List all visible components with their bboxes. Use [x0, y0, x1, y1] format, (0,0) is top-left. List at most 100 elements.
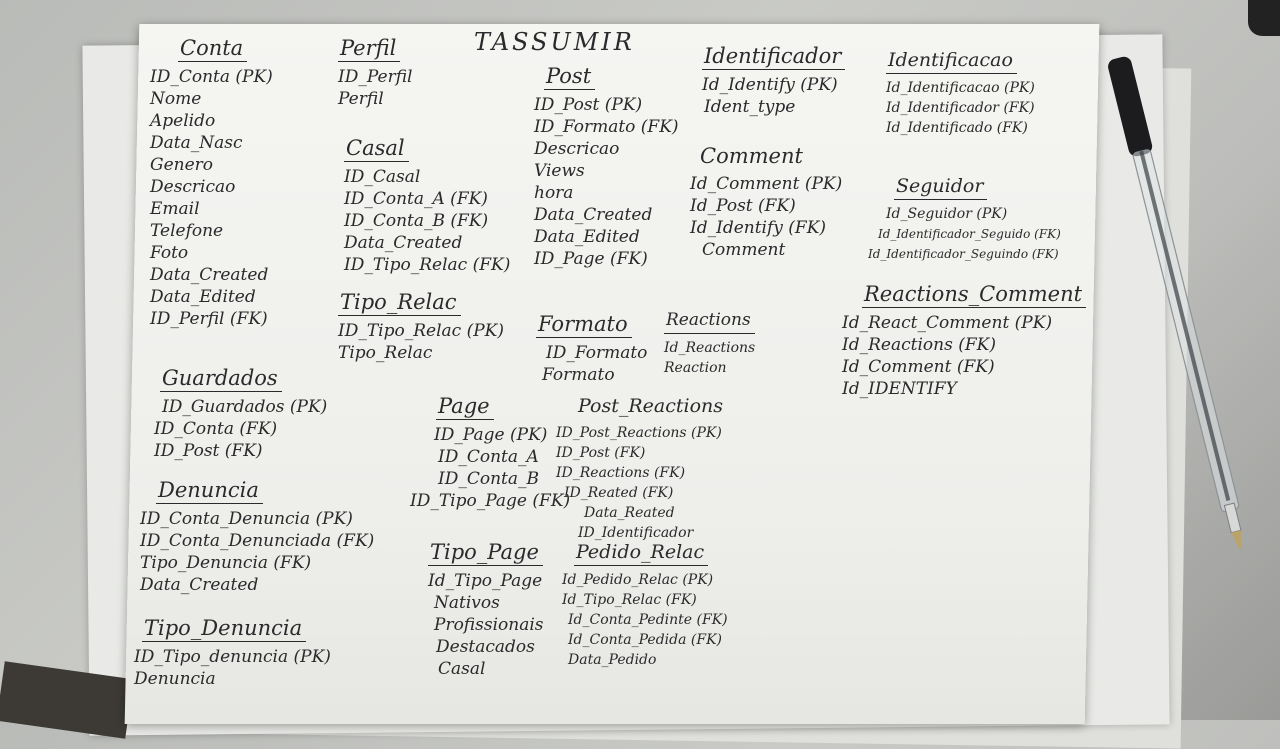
field: Data_Pedido — [568, 652, 657, 668]
table-title: Pedido_Relac — [574, 540, 709, 566]
field: ID_Page (FK) — [534, 249, 648, 269]
table-identificacao: Identificacao Id_Identificacao (PK) Id_I… — [886, 48, 1035, 138]
table-title: Formato — [536, 312, 632, 338]
table-reactions: Reactions Id_Reactions Reaction — [664, 308, 755, 378]
field: Id_IDENTIFY — [842, 379, 957, 399]
field: ID_Post (PK) — [534, 95, 643, 115]
field: Id_React_Comment (PK) — [842, 313, 1053, 333]
field: Id_Reactions — [664, 340, 756, 356]
table-title: Guardados — [160, 366, 282, 392]
field: ID_Casal — [344, 167, 421, 187]
page-header: TASSUMIR — [474, 28, 635, 56]
field: Denuncia — [134, 669, 216, 689]
dark-object — [1248, 0, 1280, 36]
field: Foto — [150, 243, 189, 263]
table-formato: Formato ID_Formato Formato — [536, 312, 647, 386]
field: Data_Created — [140, 575, 259, 595]
field: Id_Tipo_Relac (FK) — [562, 592, 697, 608]
field: Reaction — [664, 360, 727, 376]
field: Nome — [150, 89, 202, 109]
field: ID_Perfil — [338, 67, 413, 87]
table-title: Conta — [178, 36, 248, 62]
table-conta: Conta ID_Conta (PK) Nome Apelido Data_Na… — [150, 36, 273, 330]
table-title: Identificador — [702, 44, 846, 70]
field: Data_Created — [534, 205, 653, 225]
field: ID_Reactions (FK) — [556, 465, 686, 481]
field: ID_Conta_Denuncia (PK) — [140, 509, 353, 529]
table-title: Post_Reactions — [578, 395, 723, 417]
table-guardados: Guardados ID_Guardados (PK) ID_Conta (FK… — [154, 366, 327, 462]
table-reactions-comment: Reactions_Comment Id_React_Comment (PK) … — [842, 282, 1087, 400]
field: Perfil — [338, 89, 384, 109]
field: Ident_type — [704, 97, 796, 117]
field: ID_Formato — [546, 343, 648, 363]
field: ID_Conta_A — [438, 447, 539, 467]
field: Data_Edited — [150, 287, 256, 307]
field: Data_Nasc — [150, 133, 243, 153]
field: ID_Reated (FK) — [564, 485, 674, 501]
table-identificador: Identificador Id_Identify (PK) Ident_typ… — [684, 44, 846, 118]
field: Email — [150, 199, 200, 219]
field: Destacados — [436, 637, 535, 657]
field: Id_Post (FK) — [690, 196, 796, 216]
table-title: Casal — [344, 136, 409, 162]
field: Profissionais — [434, 615, 544, 635]
field: hora — [534, 183, 574, 203]
field: ID_Tipo_denuncia (PK) — [134, 647, 331, 667]
field: Id_Identificador_Seguindo (FK) — [868, 247, 1059, 261]
field: Data_Reated — [584, 505, 675, 521]
field: Genero — [150, 155, 214, 175]
field: ID_Identificador — [578, 525, 694, 541]
field: ID_Perfil (FK) — [150, 309, 268, 329]
table-post: Post ID_Post (PK) ID_Formato (FK) Descri… — [534, 64, 679, 270]
field: Data_Edited — [534, 227, 640, 247]
field: ID_Guardados (PK) — [162, 397, 328, 417]
field: Comment — [702, 240, 786, 260]
table-perfil: Perfil ID_Perfil Perfil — [338, 36, 412, 110]
field: ID_Conta (FK) — [154, 419, 278, 439]
field: Id_Conta_Pedida (FK) — [568, 632, 722, 648]
table-seguidor: Seguidor Id_Seguidor (PK) Id_Identificad… — [868, 174, 1061, 264]
table-page: Page ID_Page (PK) ID_Conta_A ID_Conta_B … — [410, 394, 570, 512]
field: Telefone — [150, 221, 224, 241]
field: Id_Identificado (FK) — [886, 120, 1028, 136]
field: Views — [534, 161, 585, 181]
table-title: Reactions — [664, 308, 755, 334]
field: Id_Conta_Pedinte (FK) — [568, 612, 728, 628]
table-title: Comment — [700, 144, 803, 168]
field: ID_Conta (PK) — [150, 67, 273, 87]
table-denuncia: Denuncia ID_Conta_Denuncia (PK) ID_Conta… — [140, 478, 374, 596]
table-title: Identificacao — [886, 48, 1017, 74]
table-title: Tipo_Denuncia — [142, 616, 307, 642]
table-title: Seguidor — [894, 174, 988, 200]
field: Apelido — [150, 111, 216, 131]
field: ID_Conta_B — [438, 469, 539, 489]
field: Id_Comment (PK) — [690, 174, 843, 194]
field: Id_Seguidor (PK) — [886, 206, 1008, 222]
field: Descricao — [150, 177, 236, 197]
table-tipo-page: Tipo_Page Id_Tipo_Page Nativos Profissio… — [428, 540, 544, 680]
ballpoint-pen — [1108, 56, 1242, 550]
table-title: Reactions_Comment — [862, 282, 1087, 308]
field: ID_Page (PK) — [434, 425, 548, 445]
table-title: Perfil — [338, 36, 401, 62]
field: Tipo_Relac — [338, 343, 433, 363]
field: Id_Identificador (FK) — [886, 100, 1035, 116]
table-title: Post — [544, 64, 596, 90]
table-casal: Casal ID_Casal ID_Conta_A (FK) ID_Conta_… — [344, 136, 510, 276]
field: Id_Identify (PK) — [702, 75, 838, 95]
table-comment: Comment Id_Comment (PK) Id_Post (FK) Id_… — [690, 144, 842, 261]
field: Id_Identificacao (PK) — [886, 80, 1035, 96]
table-pedido-relac: Pedido_Relac Id_Pedido_Relac (PK) Id_Tip… — [562, 540, 728, 670]
field: ID_Conta_Denunciada (FK) — [140, 531, 375, 551]
field: Descricao — [534, 139, 620, 159]
field: ID_Post (FK) — [154, 441, 263, 461]
table-title: Tipo_Relac — [338, 290, 461, 316]
table-tipo-relac: Tipo_Relac ID_Tipo_Relac (PK) Tipo_Relac — [338, 290, 504, 364]
field: ID_Formato (FK) — [534, 117, 679, 137]
field: Id_Identificador_Seguido (FK) — [878, 227, 1061, 241]
field: ID_Conta_A (FK) — [344, 189, 488, 209]
field: Data_Created — [150, 265, 269, 285]
field: Casal — [438, 659, 486, 679]
